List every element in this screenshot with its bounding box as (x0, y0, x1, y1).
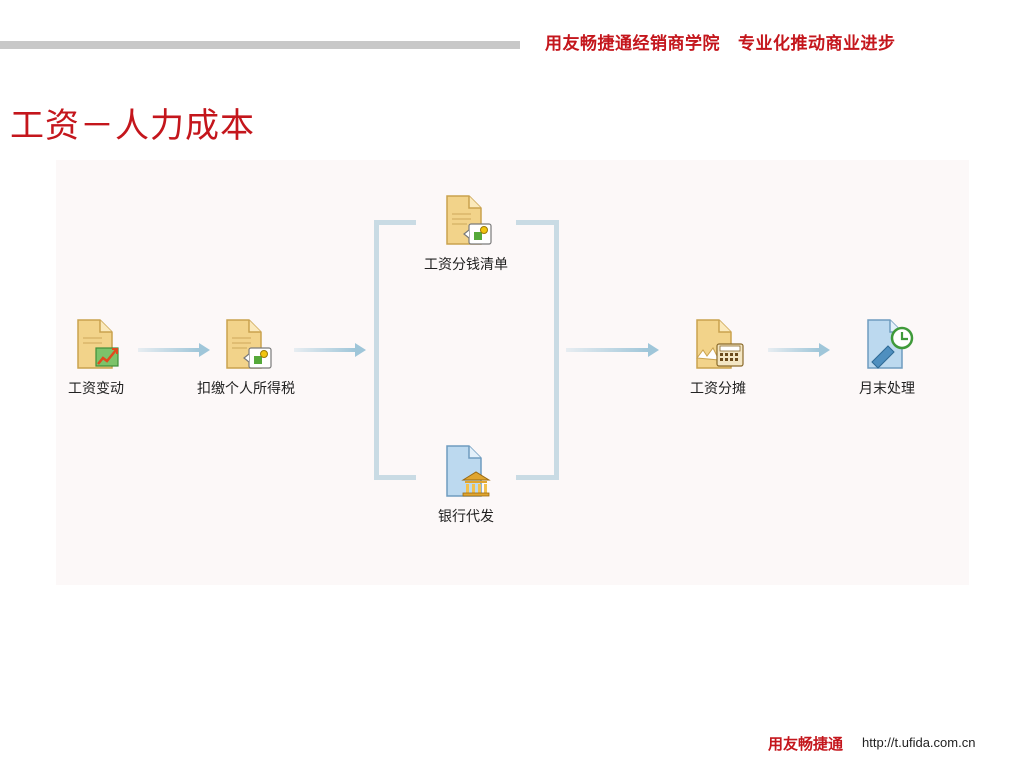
bracket-left-bottom (374, 475, 416, 480)
slogan-motto: 专业化推动商业进步 (738, 34, 896, 54)
flow-node-salary-change[interactable]: 工资变动 (36, 318, 156, 398)
node-label: 银行代发 (438, 509, 494, 525)
bracket-right-vertical (554, 220, 559, 480)
flow-node-bank-payment[interactable]: 银行代发 (406, 444, 526, 526)
flow-node-salary-cash-list[interactable]: 工资分钱清单 (406, 194, 526, 274)
bracket-right-bottom (516, 475, 559, 480)
flow-arrow (768, 343, 830, 357)
flow-arrow (138, 343, 210, 357)
header-divider-bar (0, 41, 520, 49)
bracket-left-vertical (374, 220, 379, 480)
footer-url[interactable]: http://t.ufida.com.cn (862, 735, 976, 750)
bank-document-icon (446, 445, 491, 497)
flow-node-month-end[interactable]: 月末处理 (827, 318, 947, 398)
document-chart-icon (77, 319, 119, 369)
node-label: 月末处理 (859, 381, 915, 397)
node-label: 扣缴个人所得税 (197, 381, 295, 397)
node-label: 工资变动 (68, 381, 124, 397)
flow-arrow (566, 343, 659, 357)
flow-node-salary-allocation[interactable]: 工资分摊 (658, 318, 778, 398)
page-title: 工资－人力成本 (10, 106, 255, 146)
document-clock-icon (867, 319, 914, 369)
flow-arrow (294, 343, 366, 357)
document-edit-icon (226, 319, 272, 369)
document-calculator-icon (696, 319, 744, 369)
bracket-right-top (516, 220, 559, 225)
flow-node-withhold-tax[interactable]: 扣缴个人所得税 (186, 318, 306, 398)
bracket-left-top (374, 220, 416, 225)
node-label: 工资分钱清单 (424, 257, 508, 273)
header-slogan: 用友畅捷通经销商学院专业化推动商业进步 (545, 29, 896, 54)
document-edit-icon (446, 195, 492, 245)
workflow-panel: 工资变动 扣缴个人所得税 工资分钱清单 (56, 160, 969, 585)
node-label: 工资分摊 (690, 381, 746, 397)
footer-brand-logo: 用友畅捷通 (768, 735, 844, 753)
slogan-academy: 用友畅捷通经销商学院 (545, 34, 720, 54)
